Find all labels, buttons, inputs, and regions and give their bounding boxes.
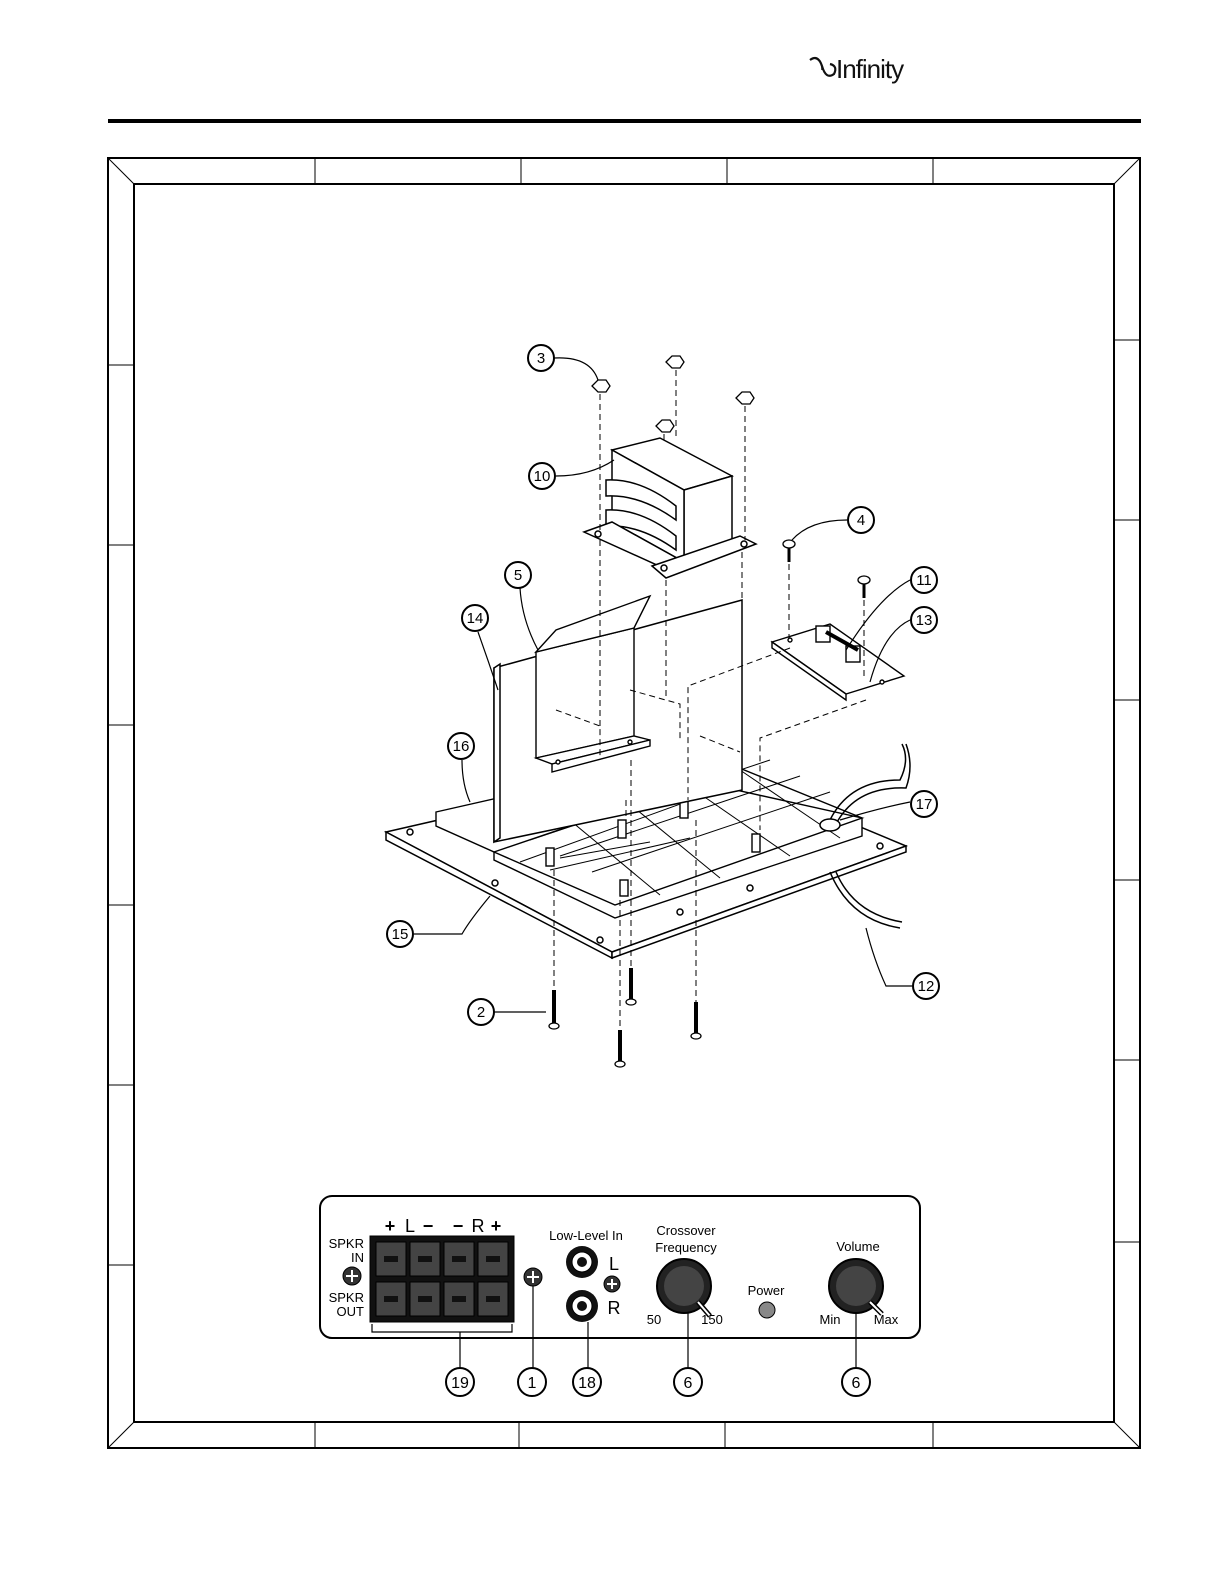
svg-text:L: L (405, 1216, 415, 1236)
svg-text:17: 17 (916, 796, 933, 813)
power-led (759, 1302, 775, 1318)
svg-text:11: 11 (916, 572, 932, 589)
jack-l-label: L (609, 1254, 619, 1274)
volume-min-label: Min (820, 1312, 841, 1327)
svg-text:4: 4 (857, 512, 865, 529)
svg-text:3: 3 (537, 350, 545, 367)
svg-text:19: 19 (451, 1375, 469, 1392)
svg-text:+: + (491, 1216, 502, 1236)
svg-text:6: 6 (852, 1375, 861, 1392)
svg-text:1: 1 (528, 1375, 537, 1392)
fuse-board (772, 624, 904, 700)
callouts-bottom (446, 1368, 870, 1396)
svg-text:15: 15 (392, 926, 409, 943)
crossover-min-label: 50 (647, 1312, 661, 1327)
callout-labels-bottom: 19 1 18 6 6 (451, 1375, 860, 1392)
svg-text:IN: IN (351, 1250, 364, 1265)
svg-text:13: 13 (916, 612, 933, 629)
crossover-max-label: 150 (701, 1312, 723, 1327)
svg-text:+: + (385, 1216, 396, 1236)
svg-text:6: 6 (684, 1375, 693, 1392)
rca-jack-l (566, 1246, 598, 1278)
volume-max-label: Max (874, 1312, 899, 1327)
panel-screw-center (604, 1276, 620, 1292)
svg-text:Frequency: Frequency (655, 1240, 717, 1255)
svg-text:2: 2 (477, 1004, 485, 1021)
svg-text:−: − (423, 1216, 434, 1236)
svg-text:R: R (472, 1216, 485, 1236)
bracket (536, 596, 650, 772)
svg-text:5: 5 (514, 567, 522, 584)
svg-text:14: 14 (467, 610, 484, 627)
volume-knob (829, 1259, 883, 1314)
spkr-out-label: SPKR (329, 1290, 364, 1305)
jack-r-label: R (608, 1298, 621, 1318)
svg-text:18: 18 (578, 1375, 596, 1392)
low-level-in-label: Low-Level In (549, 1228, 623, 1243)
volume-label: Volume (836, 1239, 879, 1254)
rear-panel: + L − − R + SPKR IN SPKR OUT (320, 1196, 920, 1338)
svg-text:OUT: OUT (337, 1304, 365, 1319)
power-label: Power (748, 1283, 786, 1298)
rca-jack-r (566, 1290, 598, 1322)
svg-text:10: 10 (534, 468, 551, 485)
transformer (584, 438, 756, 578)
panel-screw-left (343, 1267, 361, 1285)
spkr-in-label: SPKR (329, 1236, 364, 1251)
speaker-terminal-block (370, 1236, 514, 1322)
crossover-label: Crossover (656, 1223, 716, 1238)
svg-text:16: 16 (453, 738, 470, 755)
svg-text:12: 12 (918, 978, 935, 995)
panel-screw-right (524, 1268, 542, 1286)
svg-text:−: − (453, 1216, 464, 1236)
